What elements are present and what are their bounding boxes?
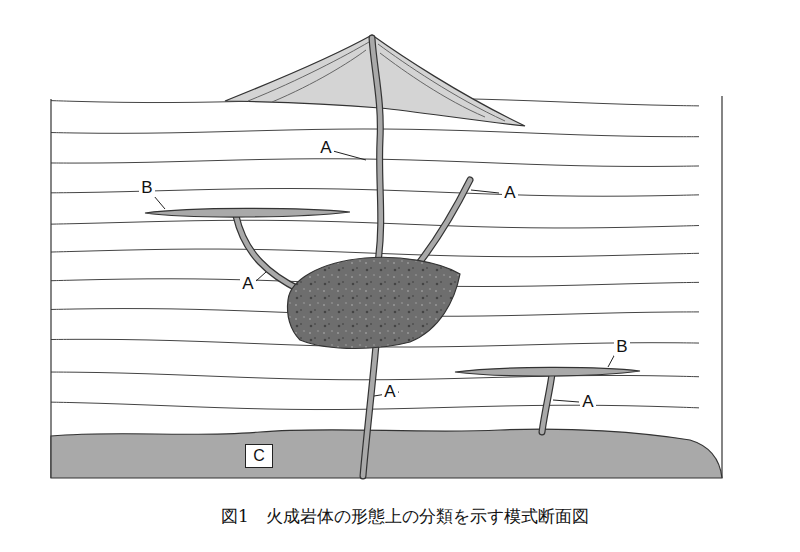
frame-left [50, 99, 51, 478]
stratum-line [51, 249, 699, 257]
node-text: C [253, 447, 265, 465]
stratum-line [51, 402, 699, 409]
sill [455, 367, 640, 376]
stratum-line [51, 220, 699, 228]
callout-letter: A [382, 383, 397, 402]
region-letter-box: C [245, 444, 273, 468]
stock-body [288, 257, 461, 348]
dikes [236, 38, 552, 476]
callout-letter: A [318, 139, 333, 158]
leader-lines [154, 151, 615, 402]
stratum-line [51, 159, 699, 167]
callout-letter: B [139, 179, 154, 198]
callout-letter: A [502, 184, 517, 203]
figure-caption: 図1 火成岩体の形態上の分類を示す模式断面図 [221, 505, 589, 528]
sill [145, 208, 350, 217]
batholith [51, 429, 722, 478]
callout-letter: B [614, 338, 629, 357]
frame-right [721, 96, 722, 478]
stratum-line [51, 129, 699, 137]
callout-letter: A [580, 393, 595, 412]
callout-letter: A [240, 275, 255, 294]
